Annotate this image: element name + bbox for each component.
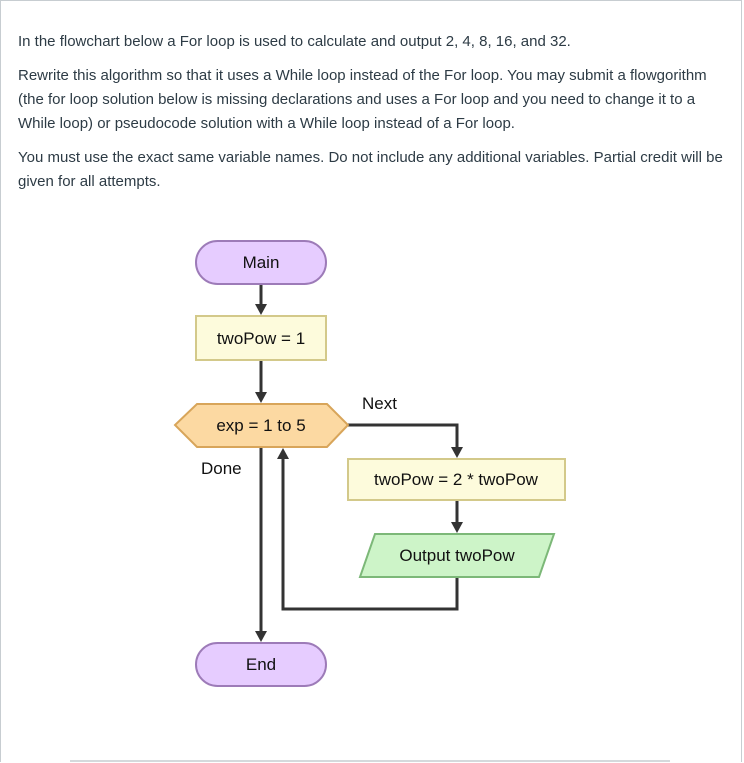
question-text: In the flowchart below a For loop is use… (18, 30, 730, 204)
main-terminal-shape (195, 240, 327, 285)
body-assign-box: twoPow = 2 * twoPow (347, 458, 566, 501)
assign-box-shape (195, 315, 327, 361)
next-label: Next (362, 394, 397, 413)
arrow-assign-to-loop (255, 392, 267, 403)
output-label: Output twoPow (399, 546, 515, 565)
arrow-loop-back (277, 448, 289, 459)
flowchart: Main twoPow = 1 exp = 1 to 5 Next Done t… (173, 240, 566, 687)
arrow-loop-next (451, 447, 463, 458)
for-loop-shape (173, 403, 350, 448)
assign-box-label: twoPow = 1 (217, 329, 305, 348)
arrow-main-to-assign (255, 304, 267, 315)
connectors (255, 285, 463, 642)
end-terminal: End (195, 642, 327, 687)
body-assign-shape (347, 458, 566, 501)
connector-loop-back (281, 458, 459, 611)
question-paragraph-2: Rewrite this algorithm so that it uses a… (18, 67, 707, 132)
end-terminal-shape (195, 642, 327, 687)
for-loop-label: exp = 1 to 5 (216, 416, 305, 435)
question-paragraph-1: In the flowchart below a For loop is use… (18, 33, 571, 50)
assign-box: twoPow = 1 (195, 315, 327, 361)
main-terminal-label: Main (243, 253, 280, 272)
arrow-body-to-output (451, 522, 463, 533)
bottom-divider (70, 760, 670, 762)
question-paragraph-3: You must use the exact same variable nam… (18, 149, 723, 190)
for-loop-hexagon: exp = 1 to 5 (173, 403, 350, 448)
body-assign-label: twoPow = 2 * twoPow (374, 470, 539, 489)
main-terminal: Main (195, 240, 327, 285)
done-label: Done (201, 459, 242, 478)
output-shape (358, 533, 556, 578)
end-terminal-label: End (246, 655, 276, 674)
arrow-loop-done (255, 631, 267, 642)
output-box: Output twoPow (358, 533, 556, 578)
connector-loop-next (348, 423, 459, 448)
